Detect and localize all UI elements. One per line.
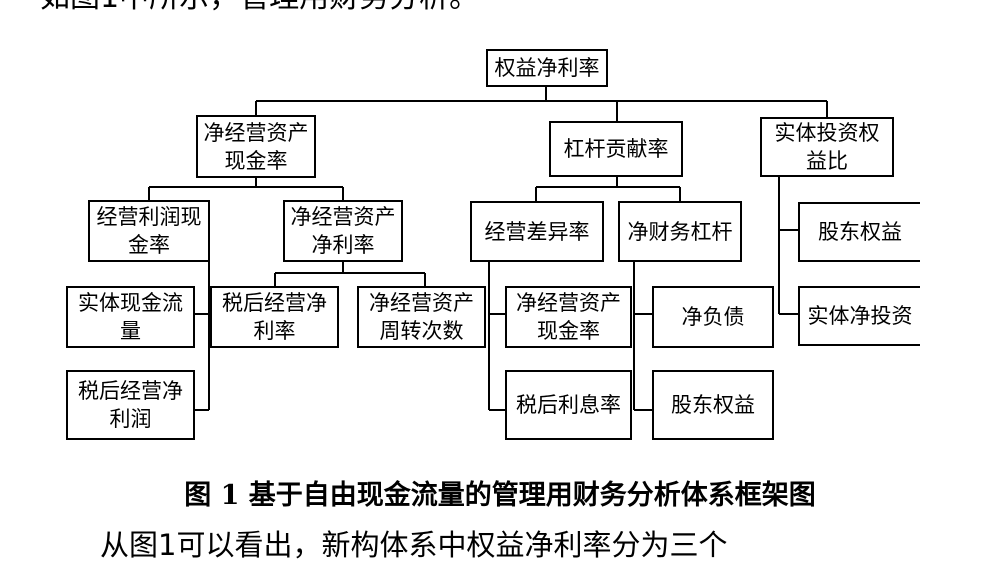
node-shareholder-equity: 股东权益 [798,202,920,262]
node-entity-investment-equity-ratio: 实体投资权益比 [760,117,894,177]
node-roe: 权益净利率 [486,49,608,87]
node-shareholder-equity-2: 股东权益 [652,370,774,440]
node-noa-cash-rate: 净经营资产现金率 [196,115,316,178]
body-text-top-fragment: 如图1中所示，管理用财务分析。 [40,0,740,18]
node-noa-turnover: 净经营资产周转次数 [357,286,486,348]
node-entity-net-investment: 实体净投资 [798,286,920,346]
node-operating-spread: 经营差异率 [470,201,604,262]
node-net-debt: 净负债 [652,286,774,348]
node-after-tax-operating-net-profit: 税后经营净利润 [66,370,195,440]
node-entity-cash-flow: 实体现金流量 [66,286,195,348]
node-net-financial-leverage: 净财务杠杆 [618,201,742,262]
figure-caption: 图 1 基于自由现金流量的管理用财务分析体系框架图 [184,480,816,511]
node-after-tax-operating-net-margin: 税后经营净利率 [210,286,339,348]
node-noa-net-profit-rate: 净经营资产净利率 [283,200,403,262]
connector-lines [148,87,828,411]
node-after-tax-interest-rate: 税后利息率 [505,370,632,440]
node-noa-cash-rate-2: 净经营资产现金率 [505,286,632,348]
body-text-bottom-fragment: 从图1可以看出，新构体系中权益净利率分为三个 [100,528,728,562]
node-leverage-contribution: 杠杆贡献率 [549,121,683,177]
node-operating-profit-cash-rate: 经营利润现金率 [88,200,210,262]
